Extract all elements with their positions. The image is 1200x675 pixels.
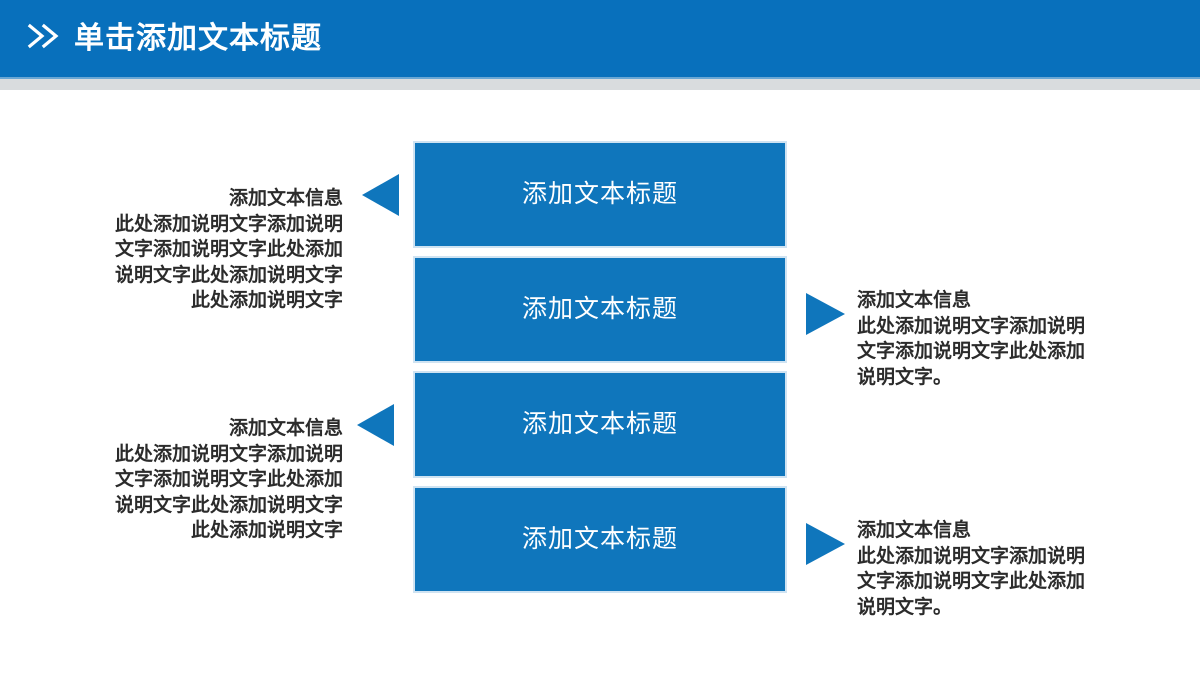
- content-box-1[interactable]: 添加文本标题: [413, 141, 787, 248]
- callout-left-top: 添加文本信息 此处添加说明文字添加说明 文字添加说明文字此处添加 说明文字此处添…: [115, 186, 343, 314]
- content-box-3[interactable]: 添加文本标题: [413, 371, 787, 478]
- callout-right-bottom-line-3: 说明文字。: [857, 596, 953, 618]
- header-content: 单击添加文本标题: [0, 21, 322, 56]
- callout-right-top-line-2: 文字添加说明文字此处添加: [857, 341, 1086, 362]
- callout-right-top-title: 添加文本信息: [857, 290, 972, 311]
- arrow-left-icon-bottom: [357, 404, 394, 446]
- content-box-4-label: 添加文本标题: [521, 525, 678, 553]
- content-box-2-label: 添加文本标题: [521, 295, 678, 323]
- callout-left-top-line-3: 说明文字此处添加说明文字: [114, 264, 343, 286]
- callout-left-bottom: 添加文本信息 此处添加说明文字添加说明 文字添加说明文字此处添加 说明文字此处添…: [115, 416, 343, 544]
- header-gray-band: [0, 79, 1200, 90]
- callout-left-bottom-line-4: 此处添加说明文字: [190, 520, 343, 541]
- callout-left-top-title: 添加文本信息: [228, 188, 343, 209]
- double-chevron-right-icon: [26, 21, 64, 56]
- page-title: 单击添加文本标题: [74, 21, 322, 55]
- callout-left-top-line-4: 此处添加说明文字: [190, 290, 343, 311]
- callout-right-top-line-1: 此处添加说明文字添加说明: [857, 315, 1086, 337]
- callout-left-bottom-line-1: 此处添加说明文字添加说明: [114, 443, 343, 465]
- callout-left-bottom-title: 添加文本信息: [228, 418, 343, 439]
- callout-left-bottom-line-3: 说明文字此处添加说明文字: [114, 494, 343, 516]
- header-underline: [0, 77, 1200, 79]
- content-box-4[interactable]: 添加文本标题: [413, 486, 787, 593]
- content-box-2[interactable]: 添加文本标题: [413, 256, 787, 363]
- callout-right-top-line-3: 说明文字。: [857, 366, 953, 388]
- callout-left-top-line-1: 此处添加说明文字添加说明: [114, 213, 343, 235]
- callout-right-bottom-line-1: 此处添加说明文字添加说明: [857, 545, 1086, 567]
- header-bar: 单击添加文本标题: [0, 0, 1200, 77]
- arrow-right-icon-top: [806, 293, 845, 335]
- callout-right-top: 添加文本信息 此处添加说明文字添加说明 文字添加说明文字此处添加 说明文字。: [857, 288, 1085, 390]
- callout-left-top-line-2: 文字添加说明文字此处添加: [114, 239, 343, 260]
- callout-left-bottom-line-2: 文字添加说明文字此处添加: [114, 469, 343, 490]
- callout-right-bottom-title: 添加文本信息: [857, 520, 972, 541]
- content-box-3-label: 添加文本标题: [521, 410, 678, 438]
- content-box-1-label: 添加文本标题: [521, 180, 678, 208]
- callout-right-bottom-line-2: 文字添加说明文字此处添加: [857, 571, 1086, 592]
- arrow-right-icon-bottom: [806, 523, 845, 565]
- arrow-left-icon-top: [362, 174, 399, 216]
- callout-right-bottom: 添加文本信息 此处添加说明文字添加说明 文字添加说明文字此处添加 说明文字。: [857, 518, 1085, 620]
